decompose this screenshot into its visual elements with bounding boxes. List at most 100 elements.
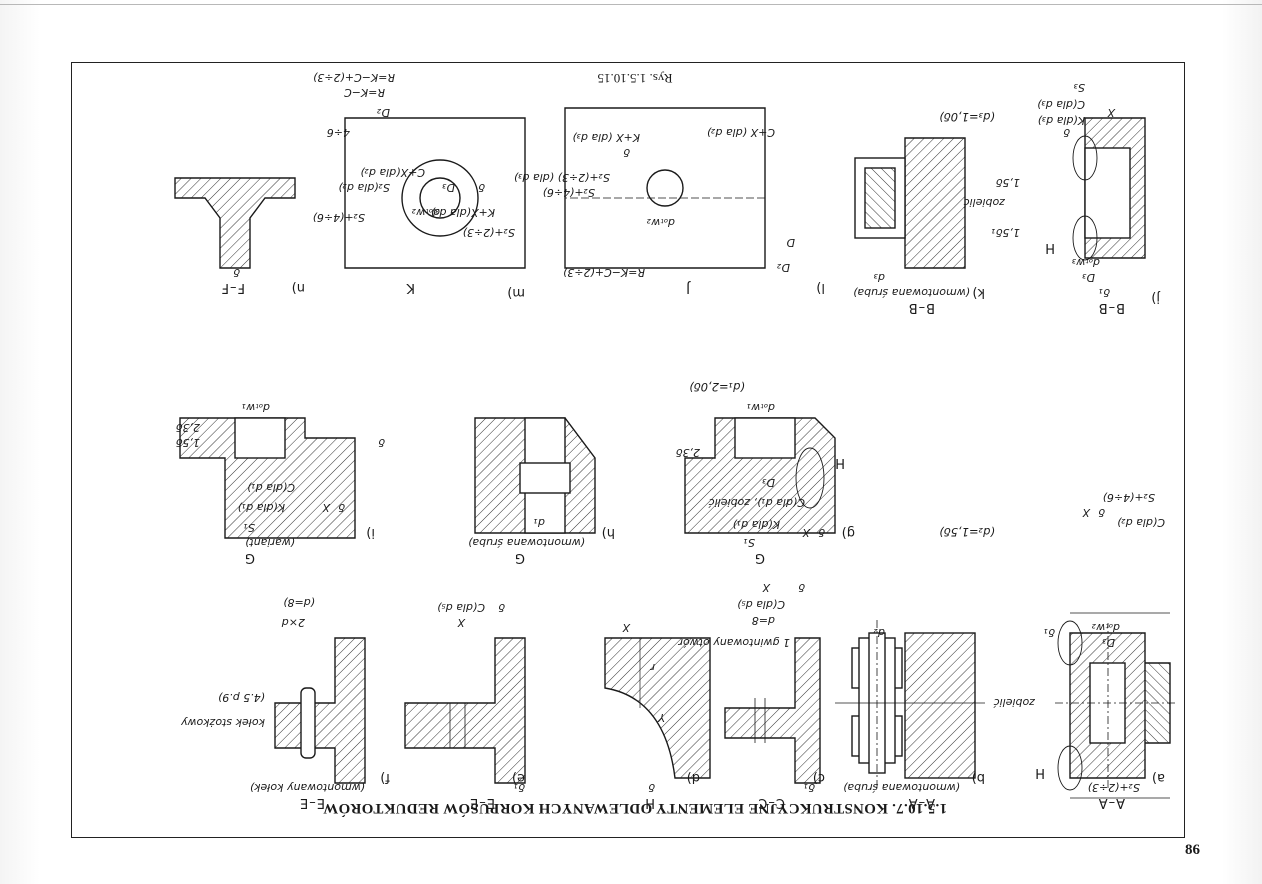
panel-i-dim: δ (338, 501, 345, 514)
panel-d-letter: d) (686, 770, 700, 785)
panel-l-dim: D₂ (777, 261, 790, 274)
panel-d-dim: δ (648, 781, 655, 794)
panel-n-letter: n) (291, 280, 305, 295)
panel-f-drawing (274, 637, 366, 784)
panel-l-dim: S₂+(2÷3) (dla d₃) (513, 171, 610, 184)
panel-j-dim: X (1107, 106, 1115, 119)
panel-i-section: G (243, 550, 255, 565)
panel-m-drawing (344, 117, 526, 269)
panel-f-dim: (4.5 p.9) (217, 691, 265, 704)
panel-i-dim: X (322, 501, 330, 514)
panel-j-dim: D₃ (1082, 271, 1095, 284)
panel-g-dim: K(dla d₁) (732, 518, 780, 531)
panel-h-dim: d₁ (533, 516, 545, 529)
panel-j-dim: δ (1063, 126, 1070, 139)
panel-j-dim: K(dla d₃) (1037, 114, 1085, 127)
panel-e-dim: X (457, 616, 465, 629)
panel-g-dim: dₒₜw₁ (746, 401, 775, 414)
panel-k-drawing (854, 137, 966, 269)
panel-m-dim: δ (478, 181, 485, 194)
panel-j-dim: dₒₜw₃ (1071, 256, 1100, 269)
panel-n-section: F–F (220, 280, 245, 295)
panel-c-section: C–C (757, 795, 785, 810)
panel-f-subtitle: (wmontowany kołek) (249, 781, 365, 794)
panel-i-drawing (179, 417, 356, 539)
panel-a-dim: zobielić (993, 696, 1035, 709)
panel-m-dim: S₂+(2÷3) (462, 226, 515, 239)
panel-j-dim: 1,5δ (995, 176, 1020, 189)
panel-a-drawing (1055, 612, 1175, 799)
panel-m-letter: m) (507, 285, 525, 300)
panel-j-dim: δ₁ (1098, 286, 1110, 299)
panel-l-dim: δ (623, 146, 630, 159)
panel-b-letter: b) (971, 770, 985, 785)
panel-d-dim: Y (658, 711, 665, 724)
panel-l-dim: dₒₜw₂ (646, 216, 675, 229)
panel-f-dim: 2×d (281, 616, 305, 629)
panel-a-section: A–A (1097, 795, 1125, 810)
drawing-frame (71, 62, 1185, 838)
panel-g-dim: 2,3δ (675, 446, 700, 459)
panel-i-dim: δ (378, 436, 385, 449)
panel-b-section: A–A (907, 795, 935, 810)
panel-i-letter: i) (366, 525, 375, 540)
panel-j-note: (d₃=1,0δ) (939, 110, 995, 124)
panel-k-dim: d₃ (873, 271, 885, 284)
panel-j-letter: j) (1151, 290, 1160, 305)
top-scan-edge (0, 4, 1262, 5)
panel-h-section: G (513, 550, 525, 565)
technical-drawing (174, 107, 1175, 799)
panel-e-dim: C(dla d₅) (437, 601, 485, 614)
panel-m-dim: C+X(dla d₂) (360, 166, 425, 179)
panel-m-dim: R=K−C (344, 86, 385, 99)
panel-g-note: (d₁=2,0δ) (689, 380, 745, 394)
panel-m-dim: D₂ (377, 106, 390, 119)
panel-b-subtitle: (wmontowana śruba) (843, 781, 960, 794)
panel-g-dim: S₁ (743, 536, 755, 549)
panel-n-drawing (174, 177, 296, 269)
panel-a-dim: C(dla d₂) (1117, 516, 1165, 529)
panel-j-dim: S₃ (1073, 81, 1085, 94)
panel-i-dim: C(dla d₁) (247, 481, 295, 494)
panel-m-dim: S₂+(4÷6) (312, 211, 365, 224)
page-number: 86 (1185, 842, 1200, 858)
panel-c-drawing (724, 637, 821, 784)
panel-c-dim: 1 gwintowany otwór (678, 636, 790, 649)
panel-g-dim: H (835, 455, 845, 470)
panel-l-dim: C+X (dla d₂) (706, 126, 775, 139)
panel-g-letter: g) (841, 525, 855, 540)
panel-l-dim: S₂+(4÷6) (542, 186, 595, 199)
panel-l-dim: K+X (dla d₃) (572, 131, 640, 144)
panel-l-dim: D (786, 236, 795, 249)
panel-j-dim: H (1045, 240, 1055, 255)
panel-a-dim: X (1082, 506, 1090, 519)
panel-g-drawing (684, 417, 836, 534)
panel-g-dim: δ (818, 526, 825, 539)
section-title: 1.5.10.7. KONSTRUKCYJNE ELEMENTY ODLEWAN… (322, 800, 948, 816)
panel-h-subtitle: (wmontowana śruba) (468, 536, 585, 549)
panel-f-letter: f) (380, 770, 390, 785)
panel-m-section: K (405, 280, 415, 295)
panel-a-dim: dₒₜw₂ (1091, 621, 1120, 634)
panel-e-dim: δ (498, 601, 505, 614)
panel-n-dim: δ (233, 266, 240, 279)
figure-caption: Rys. 1.5.10.15 (597, 71, 673, 86)
panel-i-dim: 2,3δ (175, 421, 200, 434)
panel-j-section: B–B (1097, 300, 1125, 315)
panel-e-dim: δ₁ (513, 781, 525, 794)
panel-e-section: E–E (469, 795, 495, 810)
panel-a-note: (d₂=1,5δ) (939, 525, 995, 539)
panel-i-dim: 1,5δ (175, 436, 200, 449)
panel-j-dim: zobielić (963, 196, 1005, 209)
panel-a-dim: S₂+(2÷3) (1087, 781, 1140, 794)
panel-m-dim: D₃ (442, 181, 455, 194)
panel-a-dim: H (1035, 765, 1045, 780)
panel-d-drawing (604, 637, 711, 779)
panel-l-drawing (564, 107, 766, 269)
panel-g-section: G (753, 550, 765, 565)
panel-a-dim: S₂+(4÷6) (1102, 491, 1155, 504)
panel-g-dim: D₃ (762, 476, 775, 489)
panel-k-section: B–B (907, 300, 935, 315)
panel-k-subtitle: (wmontowana śruba) (853, 286, 970, 299)
panel-j-dim: C(dla d₃) (1037, 98, 1085, 111)
